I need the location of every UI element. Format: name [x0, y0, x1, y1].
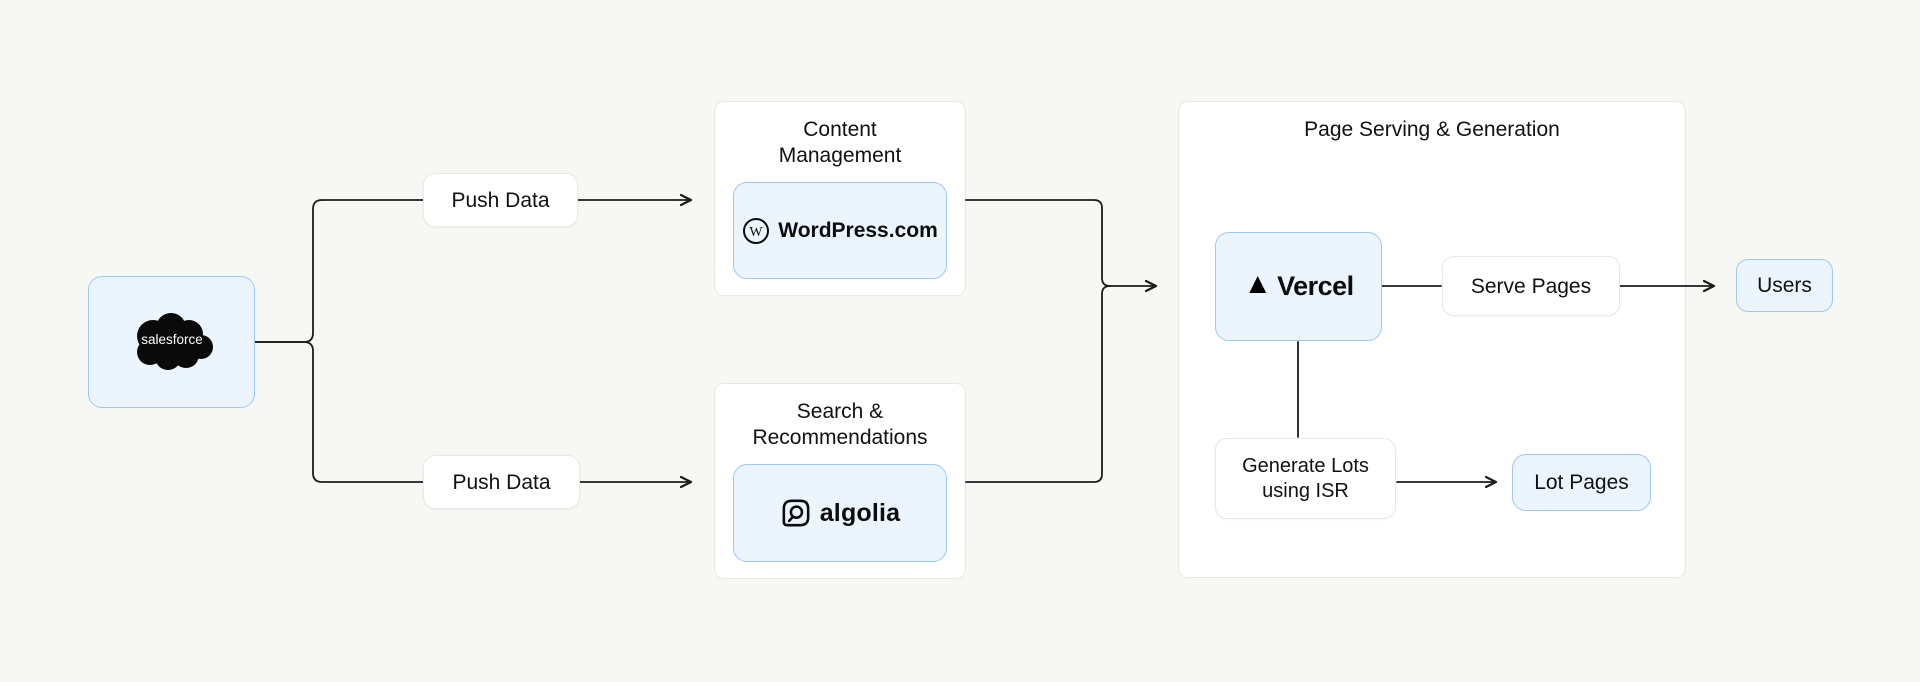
- salesforce-logo-text: salesforce: [141, 332, 203, 347]
- push-data-bottom-label: Push Data: [452, 470, 551, 494]
- users-label: Users: [1757, 274, 1812, 297]
- push-data-top-label: Push Data: [451, 188, 550, 212]
- edge-salesforce-to-algolia: [254, 341, 693, 489]
- node-wordpress[interactable]: W WordPress.com: [733, 182, 947, 279]
- node-vercel[interactable]: ▲ Vercel: [1215, 232, 1382, 341]
- node-generate-lots-using-isr[interactable]: Generate Lots using ISR: [1215, 438, 1396, 519]
- salesforce-cloud-logo-icon: salesforce: [136, 313, 213, 370]
- lot-pages-label: Lot Pages: [1534, 471, 1629, 494]
- serve-pages-label: Serve Pages: [1470, 274, 1592, 298]
- edge-label-push-data-bottom[interactable]: Push Data: [423, 455, 580, 509]
- edge-label-push-data-top[interactable]: Push Data: [423, 173, 578, 227]
- wordpress-logo-icon: W: [743, 217, 770, 244]
- generate-lots-label: Generate Lots using ISR: [1242, 454, 1369, 502]
- edge-algolia-to-merge: [965, 285, 1111, 483]
- edge-wordpress-to-merge: [965, 199, 1111, 287]
- node-lot-pages[interactable]: Lot Pages: [1512, 454, 1651, 511]
- node-users[interactable]: Users: [1736, 259, 1833, 312]
- node-serve-pages[interactable]: Serve Pages: [1442, 256, 1620, 316]
- vercel-label: Vercel: [1277, 271, 1354, 301]
- group-title-search-recommendations: Search & Recommendations: [752, 400, 928, 449]
- vercel-triangle-icon: ▲: [1243, 268, 1273, 300]
- edge-salesforce-to-wordpress: [254, 193, 693, 343]
- group-title-page-serving-generation: Page Serving & Generation: [1304, 118, 1560, 141]
- algolia-logo-icon: [782, 499, 810, 527]
- algolia-label: algolia: [819, 498, 901, 527]
- node-salesforce[interactable]: salesforce: [88, 276, 255, 408]
- group-title-content-management: Content Management: [778, 118, 902, 167]
- wordpress-label: WordPress.com: [778, 218, 938, 242]
- node-algolia[interactable]: algolia: [733, 464, 947, 562]
- svg-text:W: W: [750, 225, 764, 240]
